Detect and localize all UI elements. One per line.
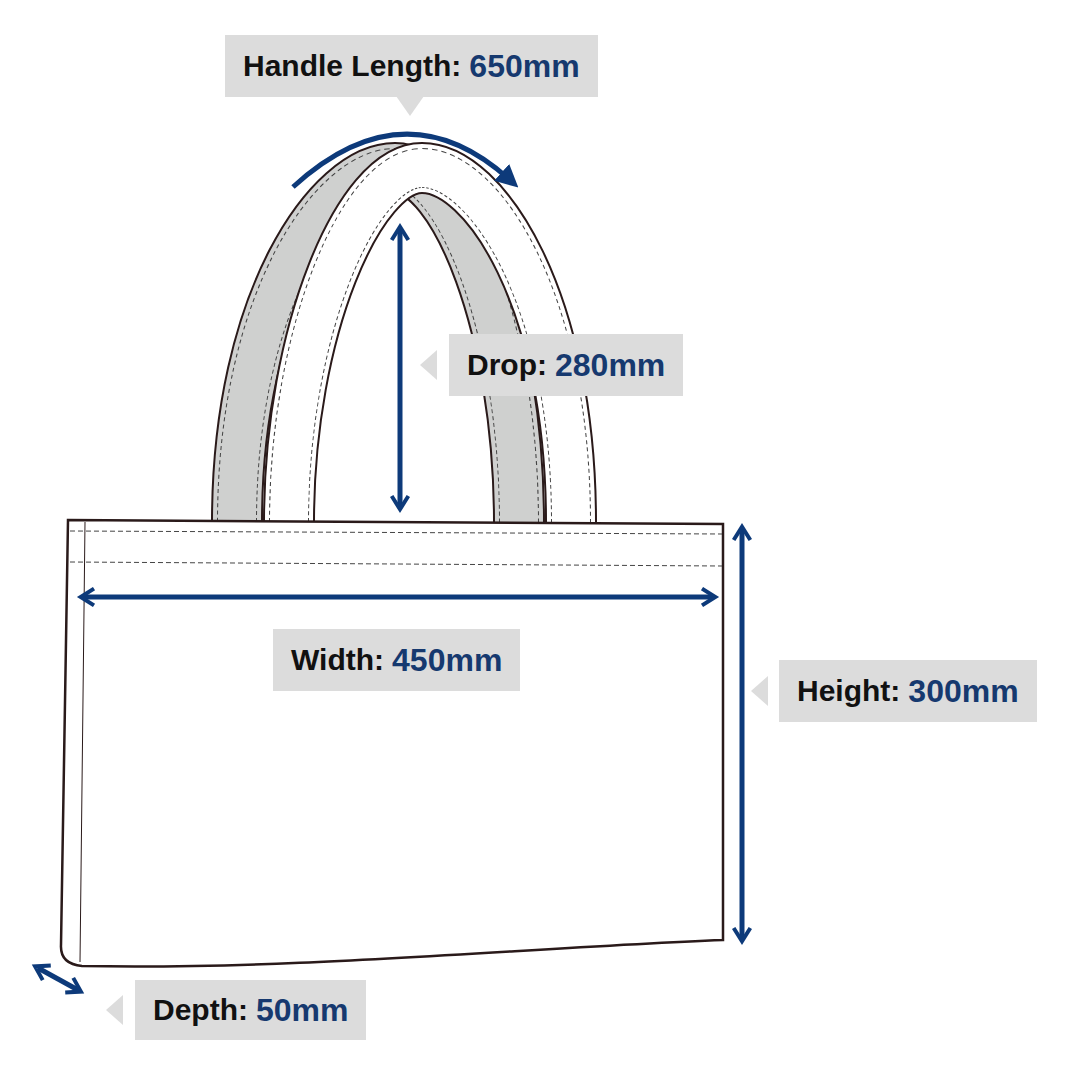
dimension-callout: Drop:280mm [449, 334, 683, 396]
dimension-value: 650mm [469, 48, 579, 85]
dimension-name: Drop: [467, 348, 547, 382]
dimension-name: Depth: [153, 993, 248, 1027]
dimension-name: Handle Length: [243, 49, 461, 83]
dimension-value: 300mm [908, 673, 1018, 710]
dimension-callout: Handle Length:650mm [225, 35, 598, 97]
dimension-name: Height: [797, 674, 900, 708]
dimension-value: 280mm [555, 347, 665, 384]
dimension-callout: Depth:50mm [135, 980, 366, 1040]
dimension-callout: Width:450mm [273, 629, 520, 691]
dimension-value: 450mm [392, 642, 502, 679]
dimension-value: 50mm [256, 992, 349, 1029]
dimension-arrows [38, 134, 742, 990]
dimension-name: Width: [291, 643, 384, 677]
dimension-callout: Height:300mm [779, 660, 1037, 722]
bag-body [61, 520, 723, 966]
